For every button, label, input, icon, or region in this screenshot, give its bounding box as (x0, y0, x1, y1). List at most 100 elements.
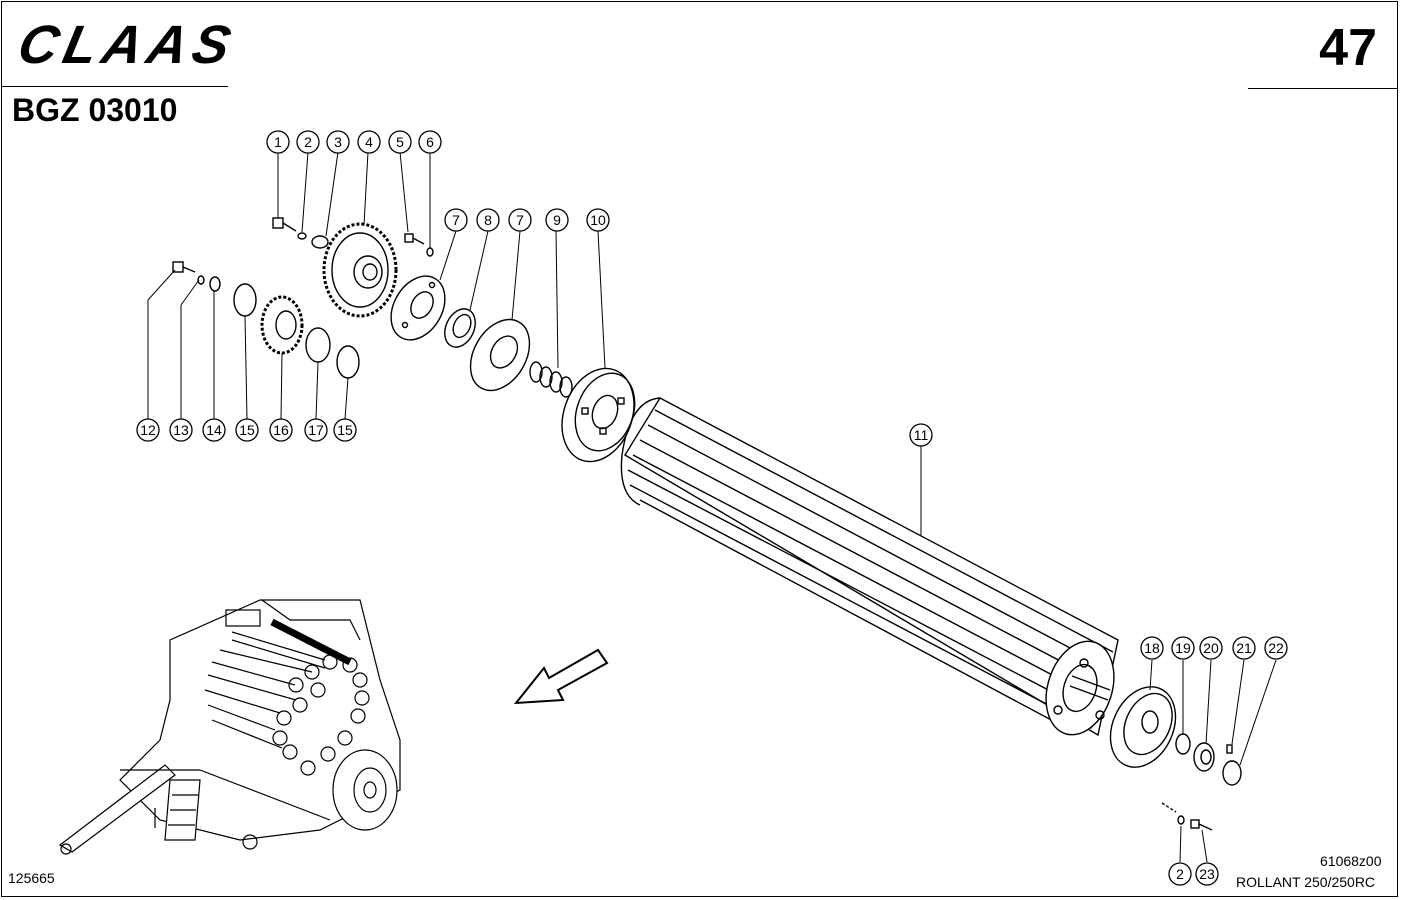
callout-13: 13 (169, 418, 193, 442)
callout-circle (136, 418, 160, 442)
leader-lines (147, 151, 1277, 863)
callout-label: 20 (1203, 640, 1219, 656)
callout-19: 19 (1171, 636, 1195, 660)
washer-2-top (297, 232, 307, 240)
callout-label: 10 (590, 212, 606, 228)
callout-label: 18 (1144, 640, 1160, 656)
callout-circle (909, 423, 933, 447)
bearing (444, 308, 476, 348)
callout-circle (304, 418, 328, 442)
callout-22: 22 (1264, 636, 1288, 660)
bolt-12 (172, 261, 196, 273)
callout-label: 5 (396, 134, 404, 150)
flange-disc (561, 367, 636, 463)
bolt-5 (404, 233, 425, 245)
callout-7: 7 (444, 208, 468, 232)
callout-circle (357, 130, 381, 154)
bearing-plate-outer (469, 318, 531, 392)
callout-circle (1171, 636, 1195, 660)
spring (529, 361, 573, 398)
washer-3 (311, 235, 329, 249)
page-number: 47 (1319, 19, 1377, 77)
washer-13 (197, 275, 205, 285)
callout-label: 4 (365, 134, 373, 150)
callout-23: 23 (1195, 862, 1219, 886)
callout-circle (476, 208, 500, 232)
callout-circle (444, 208, 468, 232)
callout-label: 2 (1176, 866, 1184, 882)
callout-17: 17 (304, 418, 328, 442)
callout-label: 15 (239, 422, 255, 438)
bolt-1 (272, 217, 297, 232)
ring-22 (1222, 760, 1242, 786)
callout-label: 6 (426, 134, 434, 150)
callout-circle (169, 418, 193, 442)
header-rule-right (1248, 88, 1398, 89)
callout-7: 7 (508, 208, 532, 232)
callout-label: 14 (206, 422, 222, 438)
callout-circle (296, 130, 320, 154)
callout-8: 8 (476, 208, 500, 232)
bearing-20 (1193, 742, 1215, 772)
callout-3: 3 (326, 130, 350, 154)
callout-circle (1199, 636, 1223, 660)
callout-2: 2 (1168, 862, 1192, 886)
callout-label: 9 (553, 212, 561, 228)
callout-label: 15 (337, 422, 353, 438)
footer-left-ref: 125665 (8, 870, 55, 886)
callout-label: 23 (1199, 866, 1215, 882)
callout-circle (388, 130, 412, 154)
callout-1: 1 (266, 130, 290, 154)
callout-20: 20 (1199, 636, 1223, 660)
circlip-15b (336, 345, 360, 379)
direction-arrow (513, 648, 609, 705)
callout-label: 7 (452, 212, 460, 228)
callout-label: 8 (484, 212, 492, 228)
callout-9: 9 (545, 208, 569, 232)
callout-circle (1140, 636, 1164, 660)
callout-15: 15 (333, 418, 357, 442)
callout-16: 16 (269, 418, 293, 442)
callout-18: 18 (1140, 636, 1164, 660)
callout-21: 21 (1232, 636, 1256, 660)
bolt-23 (1190, 819, 1213, 831)
callout-circle (333, 418, 357, 442)
key-21 (1226, 744, 1233, 754)
callout-4: 4 (357, 130, 381, 154)
callout-label: 17 (308, 422, 324, 438)
callout-circle (545, 208, 569, 232)
callout-label: 22 (1268, 640, 1284, 656)
bearing-17 (305, 327, 331, 363)
washer-2-bottom (1177, 815, 1185, 825)
callout-6: 6 (418, 130, 442, 154)
baler-overview (58, 599, 401, 855)
callout-2: 2 (296, 130, 320, 154)
callout-circle (508, 208, 532, 232)
callout-label: 3 (334, 134, 342, 150)
callout-label: 13 (173, 422, 189, 438)
callout-11: 11 (909, 423, 933, 447)
callout-circle (326, 130, 350, 154)
callout-label: 12 (140, 422, 156, 438)
callout-circle (235, 418, 259, 442)
callout-circle (266, 130, 290, 154)
callout-label: 16 (273, 422, 289, 438)
callout-circle (1168, 862, 1192, 886)
roller-drum (620, 397, 1119, 737)
callout-label: 21 (1236, 640, 1252, 656)
callout-label: 11 (914, 427, 929, 443)
callout-circle (269, 418, 293, 442)
header-rule-left (2, 86, 228, 87)
clip-6 (426, 247, 434, 257)
footer-model: ROLLANT 250/250RC (1236, 874, 1376, 890)
callout-14: 14 (202, 418, 226, 442)
end-flange-18 (1109, 686, 1177, 768)
footer-drawing-ref: 61068z00 (1320, 853, 1382, 869)
callout-circle (1264, 636, 1288, 660)
callout-label: 7 (516, 212, 524, 228)
washer-14 (209, 276, 221, 292)
washer-19 (1175, 733, 1191, 755)
callout-10: 10 (586, 208, 610, 232)
